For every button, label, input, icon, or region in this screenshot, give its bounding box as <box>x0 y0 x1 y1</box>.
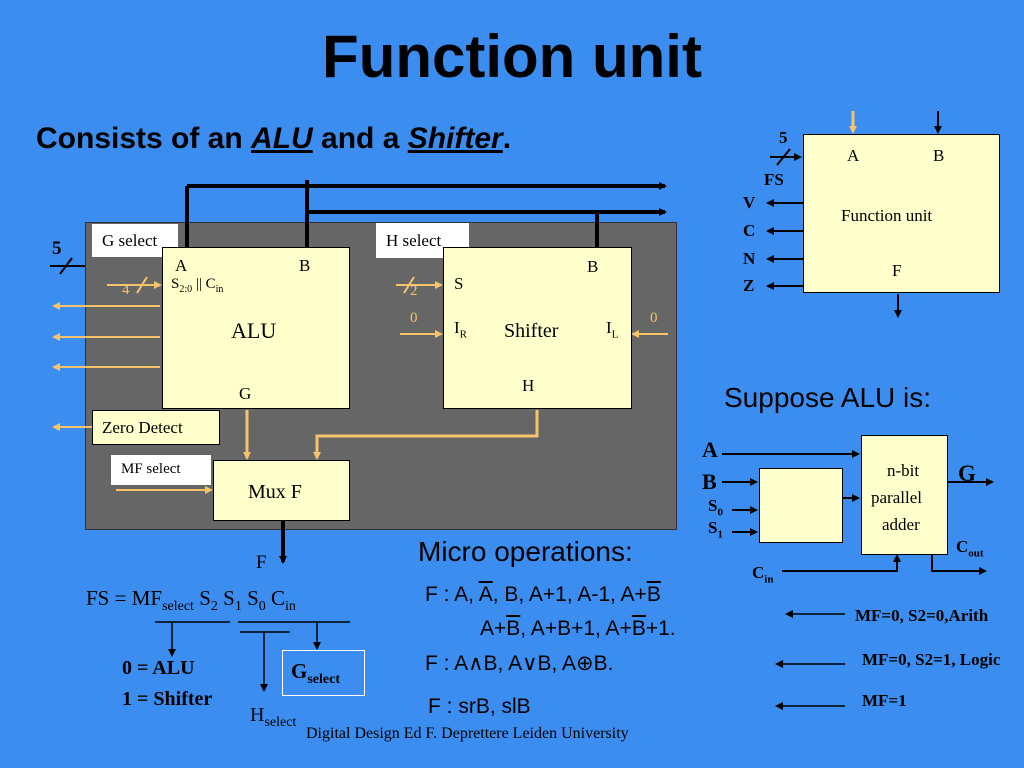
g-select-equation-box: Gselect <box>282 650 365 696</box>
h-select-label: H select <box>386 231 442 250</box>
fs-width-label: 5 <box>52 238 62 259</box>
micro-ops-shift: F : srB, slB <box>428 695 531 718</box>
zero-detect-label: Zero Detect <box>102 418 183 437</box>
fu-flag-z: Z <box>743 276 755 295</box>
suppose-output-g: G <box>958 461 976 486</box>
fu-output-f: F <box>892 261 902 280</box>
shifter-input-b: B <box>587 257 599 276</box>
shifter-ir-zero: 0 <box>410 310 418 326</box>
mf-select-label: MF select <box>121 461 181 477</box>
shifter-width-label: 2 <box>410 283 418 299</box>
fu-flag-v: V <box>743 193 756 212</box>
output-f-label: F <box>256 552 267 573</box>
micro-ops-arith-1: F : A, A, B, A+1, A-1, A+B <box>425 583 661 606</box>
fu-flag-c: C <box>743 221 756 240</box>
shifter-output-h: H <box>522 376 535 395</box>
shifter-input-ir: IR <box>454 318 468 341</box>
b-logic-block <box>759 468 843 543</box>
fu-fs-width: 5 <box>779 128 788 147</box>
fu-label: Function unit <box>841 206 933 225</box>
fu-flag-n: N <box>743 249 756 268</box>
g-select-label: G select <box>102 231 158 250</box>
micro-ops-arith-mf: MF=0, S2=0,Arith <box>855 606 989 625</box>
fs-equation: FS = MFselect S2 S1 S0 Cin <box>86 586 296 615</box>
shifter-input-il: IL <box>606 318 619 341</box>
mf-select-box: MF select <box>111 455 211 485</box>
micro-ops-heading: Micro operations: <box>418 536 633 567</box>
g-select-equation: Gselect <box>291 659 340 688</box>
adder-line-2: parallel <box>871 488 922 507</box>
shifter-il-zero: 0 <box>650 310 658 326</box>
shifter-label: Shifter <box>504 320 559 342</box>
mf-shifter-line: 1 = Shifter <box>122 688 213 710</box>
suppose-cin: Cin <box>752 563 774 586</box>
mux-f-label: Mux F <box>248 481 302 503</box>
alu-select-input: S2:0 || Cin <box>171 276 224 295</box>
shifter-input-s: S <box>454 274 464 293</box>
page-title: Function unit <box>322 23 702 90</box>
suppose-s0: S0 <box>708 496 723 519</box>
shifter-block: S B IR Shifter IL H <box>443 247 632 409</box>
subtitle-middle: and a <box>312 122 408 155</box>
mf-alu-line: 0 = ALU <box>122 657 195 679</box>
alu-label: ALU <box>231 318 277 343</box>
subtitle: Consists of an ALU and a Shifter. <box>36 122 511 156</box>
micro-ops-arith-2: A+B, A+B+1, A+B+1. <box>480 617 676 640</box>
micro-ops-logic-mf: MF=0, S2=1, Logic <box>862 650 1001 669</box>
alu-block: A B S2:0 || Cin ALU G <box>162 247 350 409</box>
suppose-input-a: A <box>702 437 718 462</box>
function-unit-block: A B Function unit F <box>803 134 1000 293</box>
fu-input-b: B <box>933 146 945 165</box>
adder-line-1: n-bit <box>887 461 920 480</box>
adder-line-3: adder <box>882 515 920 534</box>
suppose-input-b: B <box>702 469 717 494</box>
mux-f-block: Mux F <box>213 460 350 521</box>
micro-ops-logic: F : A∧B, A∨B, A⊕B. <box>425 652 614 675</box>
subtitle-alu: ALU <box>251 122 313 155</box>
subtitle-suffix: . <box>502 122 512 155</box>
parallel-adder-block: n-bit parallel adder <box>861 435 948 555</box>
fu-input-a: A <box>847 146 860 165</box>
footer-credit: Digital Design Ed F. Deprettere Leiden U… <box>306 725 629 742</box>
alu-input-a: A <box>175 256 188 275</box>
suppose-heading: Suppose ALU is: <box>724 382 932 413</box>
suppose-cout: Cout <box>956 537 984 560</box>
fu-fs-label: FS <box>764 170 784 189</box>
subtitle-shifter: Shifter <box>407 122 503 155</box>
zero-detect-block: Zero Detect <box>92 410 220 445</box>
micro-ops-shift-mf: MF=1 <box>862 691 907 710</box>
subtitle-prefix: Consists of an <box>36 122 252 155</box>
alu-width-label: 4 <box>122 282 130 298</box>
suppose-s1: S1 <box>708 518 723 541</box>
alu-input-b: B <box>299 256 311 275</box>
h-select-equation: Hselect <box>250 704 297 730</box>
alu-output-g: G <box>239 384 252 403</box>
h-select-box: H select <box>376 223 469 258</box>
